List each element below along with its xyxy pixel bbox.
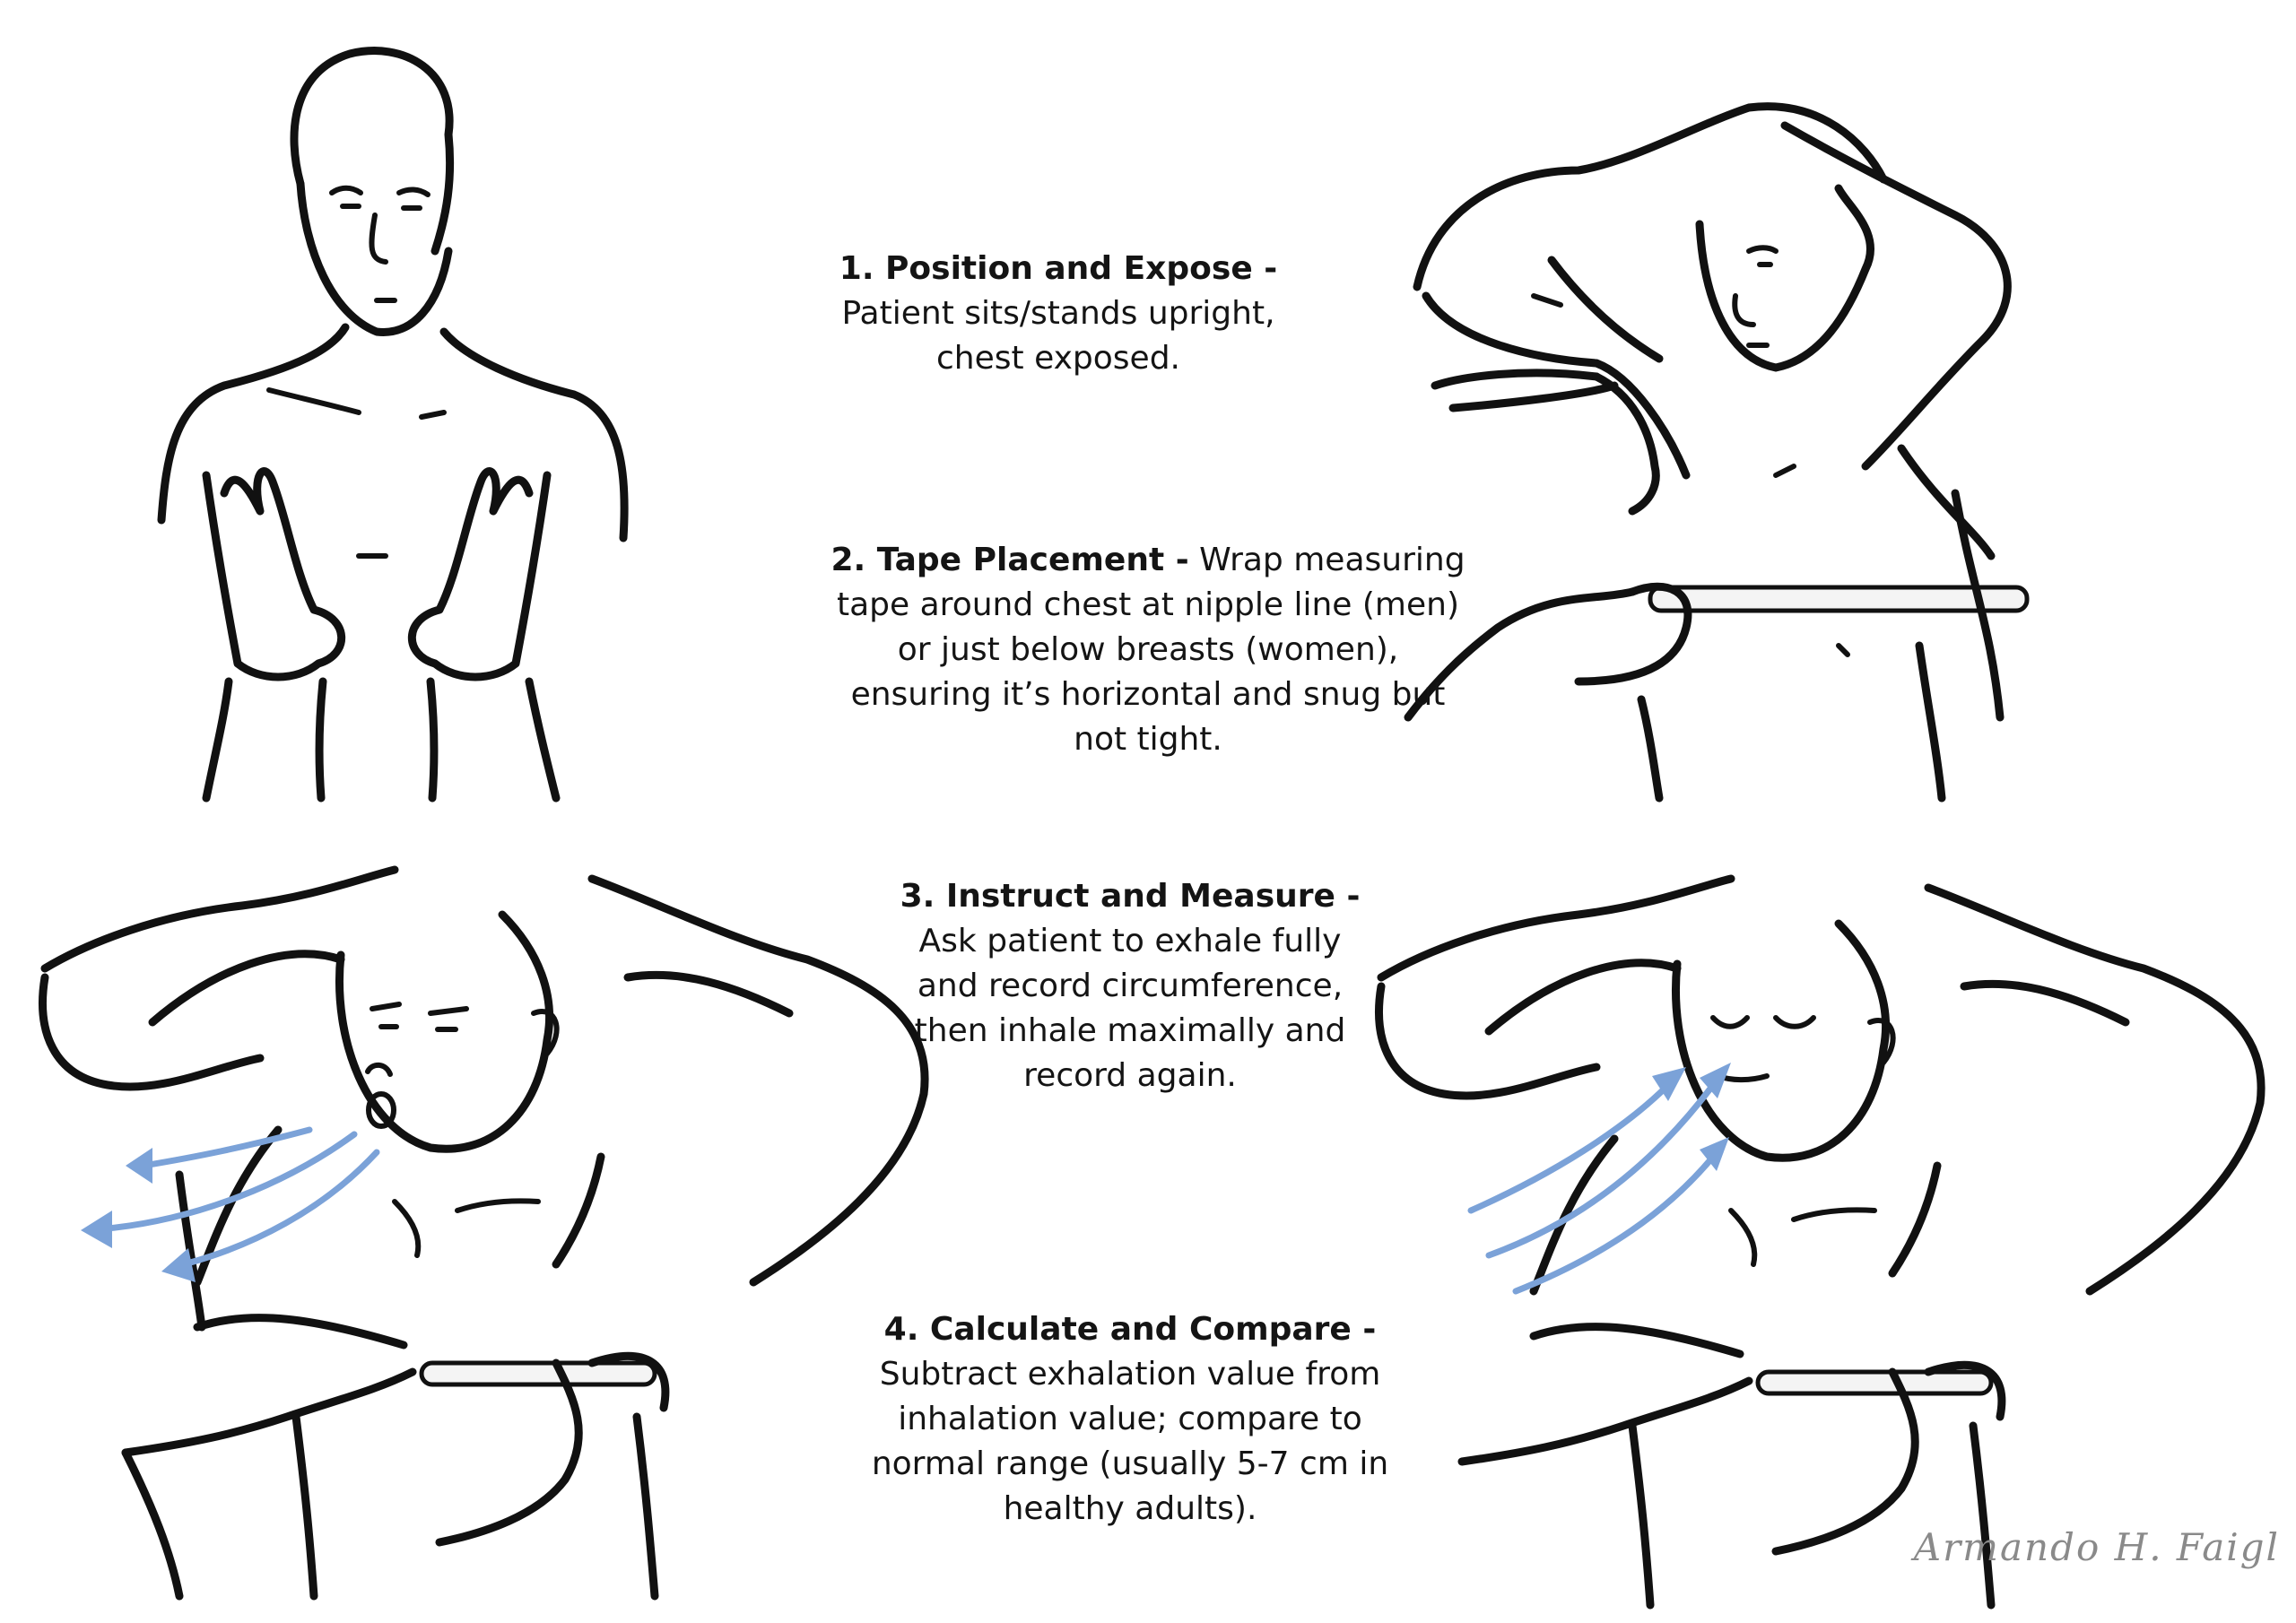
figure-position-expose — [90, 36, 664, 807]
step-4-line-4: healthy adults). — [1003, 1490, 1257, 1527]
exhale-arrow-2 — [104, 1131, 358, 1232]
inhale-illustration — [1375, 874, 2266, 1610]
exhale-arrowhead-3 — [161, 1248, 196, 1282]
step-3-title: 3. Instruct and Measure - — [900, 878, 1361, 915]
measuring-tape-inhale — [1755, 1369, 1994, 1396]
step-3-line-4: record again. — [1023, 1057, 1237, 1094]
figure-exhale — [18, 861, 951, 1605]
patient-upright-illustration — [157, 47, 629, 803]
measuring-tape — [1648, 585, 2030, 613]
step-3-line-3: then inhale maximally and — [914, 1012, 1346, 1049]
step-2-text: 2. Tape Placement - Wrap measuring tape … — [789, 538, 1507, 762]
inhale-arrowhead-2 — [1700, 1063, 1731, 1098]
step-1-title: 1. Position and Expose - — [839, 250, 1278, 287]
inhale-arrowhead-3 — [1700, 1137, 1729, 1171]
inhale-arrow-1 — [1467, 1081, 1672, 1214]
step-3-line-1: Ask patient to exhale fully — [918, 923, 1342, 959]
step-2-line-2: or just below breasts (women), — [897, 631, 1399, 668]
step-2-title: 2. Tape Placement - — [831, 542, 1189, 578]
step-1-line-2: chest exposed. — [936, 340, 1180, 377]
step-2-line-3: ensuring it’s horizontal and snug but — [850, 676, 1446, 713]
measuring-tape-exhale — [419, 1360, 657, 1387]
step-2-line-1: tape around chest at nipple line (men) — [837, 586, 1459, 623]
step-2-title-tail: Wrap measuring — [1199, 542, 1465, 578]
inhale-arrow-2 — [1485, 1081, 1717, 1259]
step-4-line-2: inhalation value; compare to — [898, 1401, 1362, 1437]
inhale-arrowhead-1 — [1652, 1067, 1686, 1101]
inhale-arrow-3 — [1512, 1153, 1717, 1295]
step-4-title: 4. Calculate and Compare - — [883, 1311, 1377, 1348]
step-3-line-2: and record circumference, — [917, 968, 1344, 1004]
step-2-line-4: not tight. — [1074, 721, 1222, 758]
artist-signature: Armando H. Faigl — [1913, 1525, 2280, 1569]
exhale-arrowhead-2 — [81, 1211, 112, 1248]
step-1-text: 1. Position and Expose - Patient sits/st… — [807, 247, 1309, 381]
exhale-arrowhead-1 — [126, 1148, 152, 1184]
exhale-arrow-1 — [140, 1126, 313, 1169]
exhale-illustration — [39, 865, 929, 1601]
tape-placement-illustration — [1404, 102, 2030, 803]
step-4-line-1: Subtract exhalation value from — [879, 1356, 1381, 1393]
step-4-line-3: normal range (usually 5-7 cm in — [871, 1445, 1389, 1482]
step-3-text: 3. Instruct and Measure - Ask patient to… — [897, 874, 1363, 1098]
figure-inhale — [1354, 870, 2287, 1614]
figure-tape-placement — [1399, 90, 2251, 807]
exhale-arrow-3 — [180, 1149, 380, 1268]
step-4-text: 4. Calculate and Compare - Subtract exha… — [852, 1307, 1408, 1532]
step-1-line-1: Patient sits/stands upright, — [841, 295, 1275, 332]
